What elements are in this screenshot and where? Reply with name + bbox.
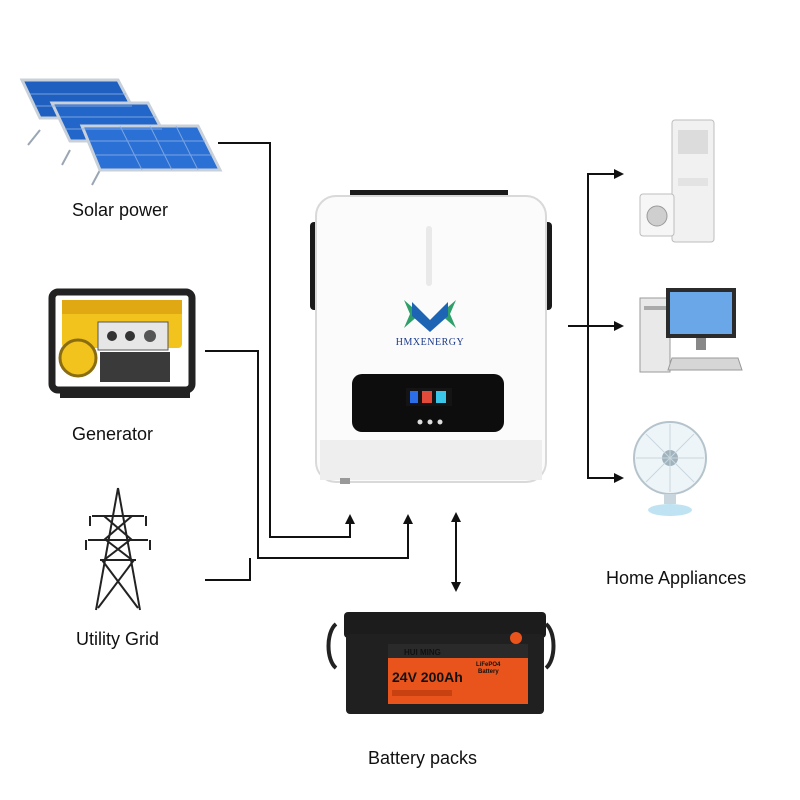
battery-brand-label: HUI MING xyxy=(404,648,441,657)
battery-packs-label: Battery packs xyxy=(368,748,478,768)
home-appliances-label: Home Appliances xyxy=(606,568,747,588)
computer-icon xyxy=(639,288,743,373)
load-fan-line xyxy=(587,326,624,483)
inverter-logo xyxy=(404,300,456,332)
battery-chem-line2: Battery xyxy=(478,669,499,675)
generator-label: Generator xyxy=(72,424,154,444)
inverter-brand-label: HMXENERGY xyxy=(396,337,464,348)
air-conditioner-icon xyxy=(639,119,715,243)
grid-connection-line xyxy=(205,558,251,581)
battery-spec-label: 24V 200Ah xyxy=(392,669,463,685)
solar-power-label: Solar power xyxy=(72,200,169,220)
battery-chem-line1: LiFePO4 xyxy=(476,662,501,668)
generator-connection-line xyxy=(205,350,413,559)
fan-icon xyxy=(633,421,707,516)
solar-connection-line xyxy=(218,142,355,538)
utility-grid-label: Utility Grid xyxy=(76,629,160,649)
loads-connection-line xyxy=(568,169,624,327)
